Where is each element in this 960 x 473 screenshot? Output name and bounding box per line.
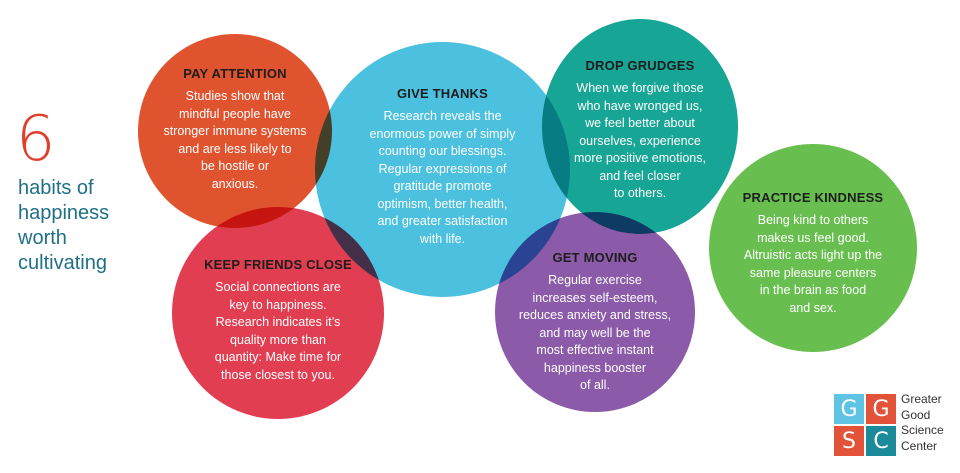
habit-line: who have wronged us, bbox=[577, 98, 703, 113]
habit-line: and sex. bbox=[789, 300, 837, 315]
habit-line: reduces anxiety and stress, bbox=[518, 308, 672, 322]
habit-line: we feel better about bbox=[585, 116, 695, 130]
habit-line: to others. bbox=[613, 186, 667, 200]
habit-line: ourselves, experience bbox=[579, 133, 701, 148]
headline-number: 6 bbox=[16, 102, 56, 175]
habit-line: quality more than bbox=[230, 332, 326, 347]
ggsc-logo: G G S C bbox=[834, 394, 896, 456]
habit-line: and may well be the bbox=[539, 325, 651, 340]
habit-practice-kindness: PRACTICE KINDNESS Being kind to others m… bbox=[719, 190, 907, 317]
logo-tile-g-right: G bbox=[866, 394, 896, 424]
habit-title: GET MOVING bbox=[552, 250, 638, 265]
habit-drop-grudges: DROP GRUDGES When we forgive those who h… bbox=[553, 58, 727, 203]
habit-line: gratitude promote bbox=[393, 179, 492, 193]
logo-word: Greater bbox=[901, 392, 942, 406]
circle-get-moving bbox=[495, 212, 695, 412]
habit-line: quantity: Make time for bbox=[214, 350, 342, 364]
habit-title: KEEP FRIENDS CLOSE bbox=[204, 257, 352, 272]
logo-tile-g-top: G bbox=[834, 394, 864, 424]
habit-line: mindful people have bbox=[179, 106, 291, 121]
habit-line: enormous power of simply bbox=[369, 126, 516, 141]
tagline-line: happiness bbox=[18, 202, 110, 224]
habit-line: with life. bbox=[419, 231, 466, 246]
habit-line: increases self-esteem, bbox=[532, 290, 658, 305]
logo-tile-s: S bbox=[834, 426, 864, 456]
habit-line: key to happiness. bbox=[229, 297, 327, 312]
logo-word: Good bbox=[901, 407, 931, 422]
habit-line: optimism, better health, bbox=[377, 196, 508, 211]
habit-line: happiness booster bbox=[543, 360, 647, 375]
habit-title: GIVE THANKS bbox=[396, 86, 489, 101]
habit-line: When we forgive those bbox=[576, 81, 704, 95]
habit-keep-friends-close: KEEP FRIENDS CLOSE Social connections ar… bbox=[182, 257, 374, 384]
habit-line: same pleasure centers bbox=[749, 265, 877, 280]
habit-description: Research reveals the enormous power of s… bbox=[340, 108, 545, 248]
habit-get-moving: GET MOVING Regular exercise increases se… bbox=[503, 250, 687, 395]
habit-description: Being kind to others makes us feel good.… bbox=[719, 212, 907, 317]
logo-wordmark: Greater Good Science Center bbox=[901, 392, 959, 454]
habit-line: stronger immune systems bbox=[163, 124, 307, 138]
habit-title: PAY ATTENTION bbox=[183, 66, 287, 81]
circle-pay-attention bbox=[138, 34, 332, 228]
habit-pay-attention: PAY ATTENTION Studies show that mindful … bbox=[143, 66, 327, 193]
circle-practice-kindness bbox=[709, 144, 917, 352]
tagline-line: worth bbox=[18, 227, 67, 249]
tagline-line: habits of bbox=[18, 177, 94, 199]
habit-line: of all. bbox=[580, 378, 610, 392]
tagline-line: cultivating bbox=[18, 252, 107, 274]
habit-line: Altruistic acts light up the bbox=[743, 248, 883, 262]
habit-line: Regular exercise bbox=[548, 273, 642, 287]
habit-line: Research reveals the bbox=[383, 109, 502, 123]
habit-description: Studies show that mindful people have st… bbox=[143, 88, 327, 193]
habit-line: counting our blessings. bbox=[378, 144, 507, 158]
habit-line: Regular expressions of bbox=[378, 161, 507, 176]
habit-line: those closest to you. bbox=[221, 367, 335, 382]
habit-line: makes us feel good. bbox=[757, 230, 869, 245]
habit-line: Being kind to others bbox=[757, 213, 869, 227]
habit-line: most effective instant bbox=[536, 343, 654, 357]
logo-tile-c: C bbox=[866, 426, 896, 456]
habit-line: in the brain as food bbox=[759, 283, 867, 297]
habit-line: be hostile or bbox=[200, 159, 270, 173]
habit-description: When we forgive those who have wronged u… bbox=[553, 80, 727, 203]
habit-line: anxious. bbox=[211, 176, 259, 191]
habit-line: and greater satisfaction bbox=[377, 214, 508, 228]
habit-line: Research indicates it’s bbox=[215, 315, 341, 329]
habit-line: more positive emotions, bbox=[573, 151, 706, 165]
logo-word: Science bbox=[901, 423, 944, 437]
habit-description: Social connections are key to happiness.… bbox=[182, 279, 374, 384]
habit-title: DROP GRUDGES bbox=[585, 58, 695, 73]
logo-word: Center bbox=[901, 438, 938, 453]
headline-tagline: habits of happiness worth cultivating bbox=[18, 176, 158, 276]
habit-line: Social connections are bbox=[215, 280, 341, 294]
circle-drop-grudges bbox=[542, 19, 738, 234]
habit-give-thanks: GIVE THANKS Research reveals the enormou… bbox=[340, 86, 545, 248]
habit-line: Studies show that bbox=[185, 89, 285, 103]
habit-line: and feel closer bbox=[599, 168, 681, 183]
habit-title: PRACTICE KINDNESS bbox=[742, 190, 884, 205]
habit-line: and are less likely to bbox=[178, 141, 292, 156]
habit-description: Regular exercise increases self-esteem, … bbox=[503, 272, 687, 395]
